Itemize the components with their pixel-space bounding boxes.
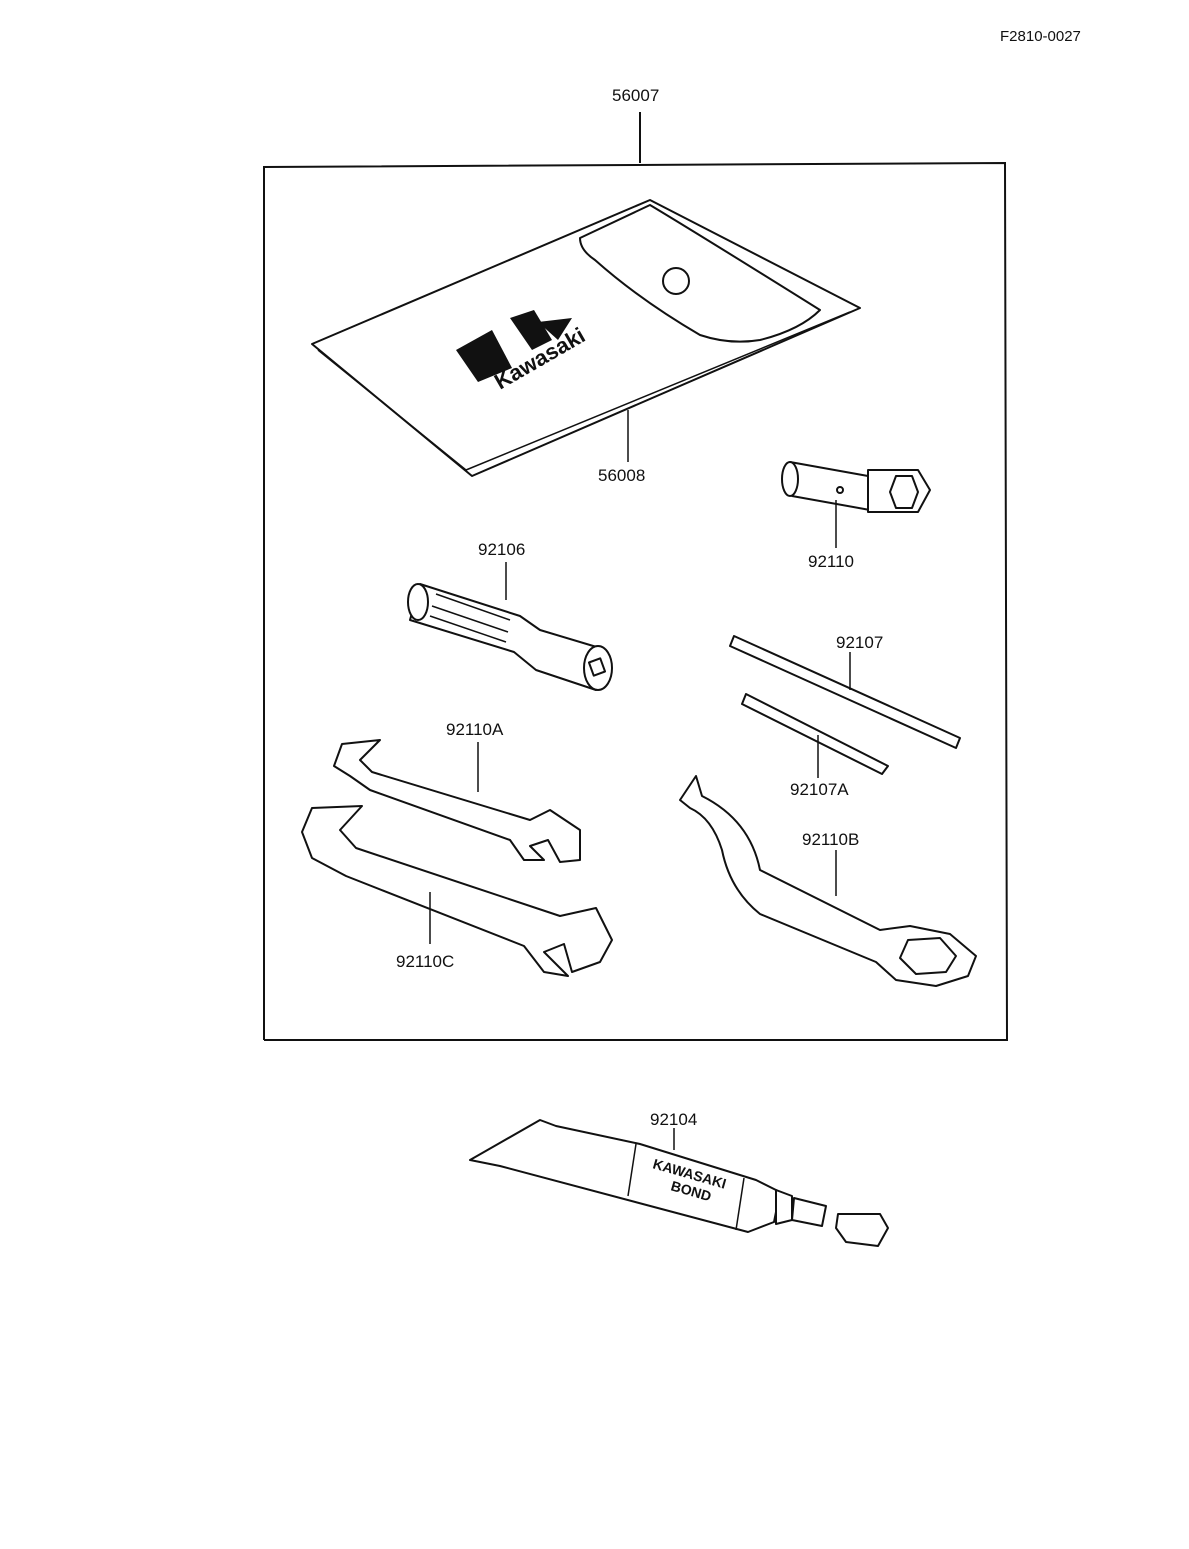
tool-case-illustration: Kawasaki: [311, 199, 861, 477]
part-number-92110: 92110: [808, 552, 855, 571]
open-end-wrench-c-illustration: [301, 805, 613, 977]
screwdriver-bits-illustration: [729, 635, 961, 778]
driver-handle-illustration: [407, 562, 613, 691]
document-id: F2810-0027: [1000, 28, 1081, 45]
tool-kit-bracket: [263, 112, 1009, 1041]
plug-wrench-illustration: [781, 461, 931, 548]
snap-button-icon: [662, 267, 690, 295]
part-number-56008: 56008: [598, 466, 646, 485]
hook-wrench-illustration: [679, 775, 977, 987]
part-number-92110B: 92110B: [802, 830, 860, 849]
part-number-56007: 56007: [612, 86, 660, 105]
part-number-92104: 92104: [650, 1110, 698, 1129]
part-number-92110C: 92110C: [396, 952, 455, 971]
open-end-wrench-a-illustration: [333, 739, 581, 863]
part-number-92107: 92107: [836, 633, 884, 652]
part-number-92107A: 92107A: [790, 780, 849, 799]
part-number-92106: 92106: [478, 540, 526, 559]
part-number-92110A: 92110A: [446, 720, 504, 739]
bond-tube-illustration: KAWASAKI BOND: [469, 1119, 889, 1247]
